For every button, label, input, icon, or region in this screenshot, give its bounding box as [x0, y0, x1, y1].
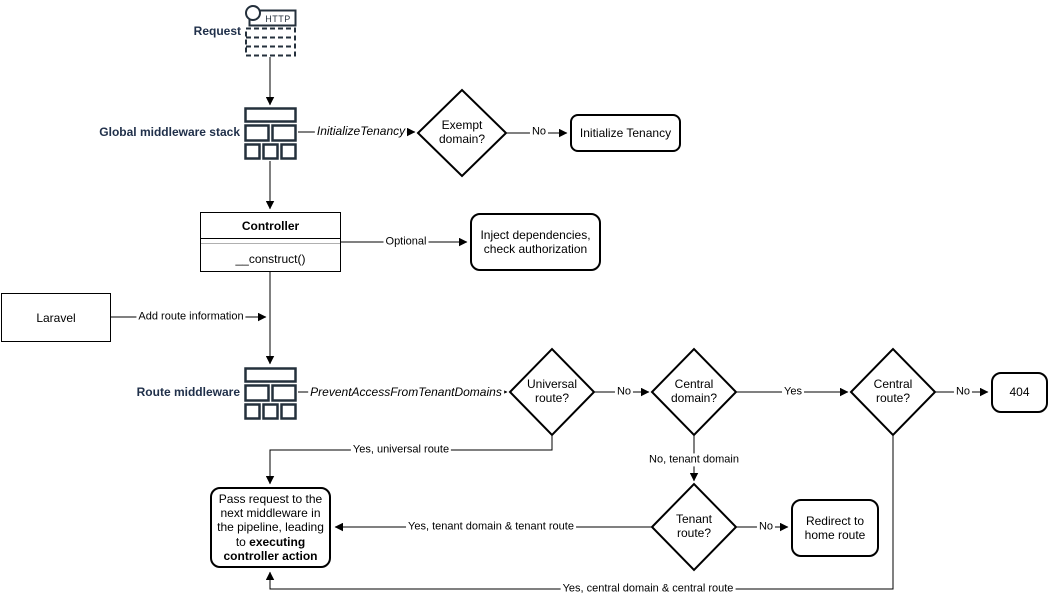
edge-universal-yes-to-pass	[265, 435, 553, 485]
redirect-home-node: Redirect to home route	[791, 499, 879, 557]
http-request-circle	[245, 5, 261, 21]
exempt-domain-text: Exempt domain?	[438, 118, 486, 146]
central-domain-text: Central domain?	[670, 377, 718, 405]
controller-node: Controller __construct()	[200, 212, 341, 272]
inject-dependencies-text: Inject dependencies, check authorization	[480, 227, 591, 256]
http-icon-label: HTTP	[265, 14, 291, 24]
central-domain-diamond	[650, 347, 738, 437]
http-request-icon	[245, 5, 297, 57]
edge-label-yes-central: Yes, central domain & central route	[560, 582, 736, 596]
route-middleware-stack-icon	[244, 367, 297, 420]
decision-diamonds	[416, 88, 937, 572]
edge-label-prevent-access: PreventAccessFromTenantDomains	[308, 384, 504, 400]
controller-title: Controller	[201, 213, 340, 239]
edge-label-yes-tenant: Yes, tenant domain & tenant route	[406, 520, 576, 534]
central-route-text: Central route?	[873, 377, 913, 405]
redirect-home-text: Redirect to home route	[804, 513, 866, 542]
tenant-route-diamond	[650, 482, 738, 572]
pass-request-node: Pass request to the next middleware in t…	[210, 487, 331, 568]
edge-label-no-universal: No	[614, 385, 634, 399]
http-request-body-box	[245, 27, 296, 57]
404-node: 404	[991, 372, 1048, 413]
route-middleware-label: Route middleware	[136, 385, 240, 399]
edge-label-add-route-information: Add route information	[136, 310, 246, 324]
stack-row1	[244, 107, 297, 123]
edge-label-no-tenant-domain: No, tenant domain	[647, 453, 741, 467]
pass-request-bold: executing controller action	[223, 534, 318, 563]
laravel-text: Laravel	[36, 310, 76, 325]
stack-row1	[244, 367, 297, 383]
initialize-tenancy-node: Initialize Tenancy	[570, 114, 681, 152]
pass-request-normal: Pass request to the next middleware in t…	[217, 492, 324, 549]
laravel-node: Laravel	[1, 293, 111, 342]
global-middleware-stack-label: Global middleware stack	[99, 125, 240, 139]
stack-row2a	[244, 124, 270, 142]
universal-route-text: Universal route?	[526, 377, 578, 405]
exempt-domain-diamond	[416, 88, 508, 178]
stack-row2b	[271, 124, 297, 142]
stack-row3a	[244, 403, 261, 420]
stack-row2a	[244, 384, 270, 402]
tenant-route-text: Tenant route?	[675, 512, 713, 540]
stack-row2b	[271, 384, 297, 402]
edge-label-initialize-tenancy: InitializeTenancy	[314, 123, 408, 139]
edge-label-no-tenant-route: No	[756, 520, 776, 534]
inject-dependencies-node: Inject dependencies, check authorization	[470, 213, 601, 271]
universal-route-diamond	[508, 347, 596, 437]
stack-row3c	[280, 143, 297, 160]
edge-label-no-exempt: No	[529, 125, 549, 139]
edge-label-yes-central-domain: Yes	[782, 385, 804, 399]
edge-label-optional: Optional	[383, 235, 429, 249]
404-text: 404	[1009, 385, 1030, 400]
global-middleware-stack-icon	[244, 107, 297, 160]
stack-row3c	[280, 403, 297, 420]
stack-row3b	[262, 143, 279, 160]
edge-label-no-central-route: No	[953, 385, 973, 399]
edge-label-yes-universal-route: Yes, universal route	[350, 443, 452, 457]
central-route-diamond	[849, 347, 937, 437]
stack-row3a	[244, 143, 261, 160]
request-label: Request	[193, 24, 241, 38]
pass-request-text: Pass request to the next middleware in t…	[212, 492, 329, 563]
controller-separator	[201, 239, 340, 244]
stack-row3b	[262, 403, 279, 420]
initialize-tenancy-text: Initialize Tenancy	[579, 125, 672, 140]
controller-method: __construct()	[235, 251, 306, 266]
